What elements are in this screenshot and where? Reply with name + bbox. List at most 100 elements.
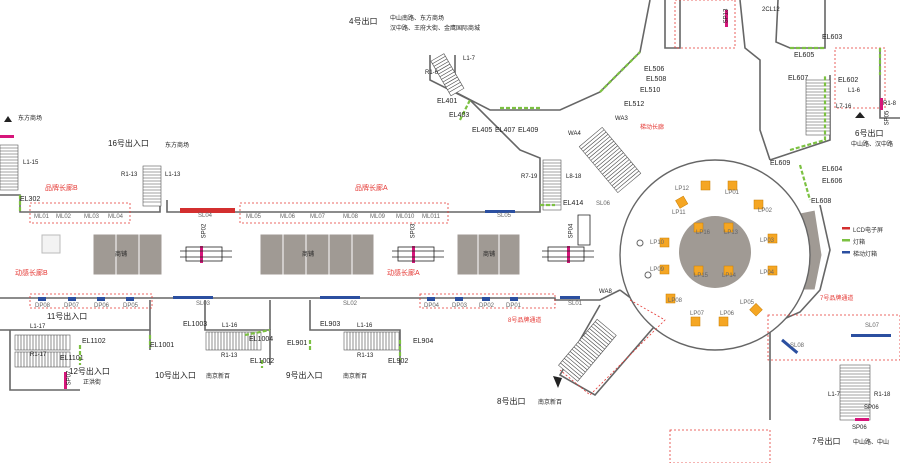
corridor-brand-b: 品牌长廊B bbox=[45, 185, 78, 192]
lp-code-lp13: LP13 bbox=[724, 230, 739, 236]
stair-step bbox=[587, 330, 607, 348]
el-code-el904: EL904 bbox=[413, 338, 434, 345]
channel-8: 8号品牌通道 bbox=[508, 318, 542, 324]
el-code-el414: EL414 bbox=[563, 200, 584, 207]
stair-step bbox=[607, 161, 632, 182]
corridor-motion-a: 动感长廊A bbox=[387, 270, 420, 277]
exit-9-label: 9号出入口 bbox=[286, 371, 323, 380]
sl-code-sl03: SL03 bbox=[196, 301, 211, 307]
el-code-el607: EL607 bbox=[788, 75, 809, 82]
el-code-el1004: EL1004 bbox=[249, 336, 274, 343]
blank-kiosk bbox=[41, 234, 61, 254]
el-code-el1101: EL1101 bbox=[60, 355, 84, 362]
exit-4-label: 4号出口 bbox=[349, 17, 378, 26]
stair-step bbox=[613, 168, 638, 189]
stair-step bbox=[560, 362, 580, 380]
legend-light: 灯箱 bbox=[853, 240, 866, 246]
shop-label: 商铺 bbox=[483, 252, 496, 258]
lp-code-lp03: LP03 bbox=[760, 238, 775, 244]
stair-step bbox=[600, 152, 624, 173]
brand-frames bbox=[29, 0, 900, 463]
sp-code-sp04: SP04 bbox=[568, 223, 575, 239]
sl-code-sl04: SL04 bbox=[198, 213, 213, 219]
lp-boxes bbox=[659, 180, 778, 327]
lp-code-lp10: LP10 bbox=[650, 240, 665, 246]
stair-step bbox=[594, 145, 618, 166]
code-r1-6: R1-6 bbox=[425, 70, 439, 76]
stair-step bbox=[589, 328, 609, 345]
stair-step bbox=[585, 332, 605, 350]
sl-code-sl02: SL02 bbox=[343, 301, 358, 307]
dp-code-dp06: DP06 bbox=[94, 303, 110, 309]
stair-step bbox=[582, 131, 607, 152]
stair-step bbox=[564, 358, 584, 375]
stair-step bbox=[593, 323, 613, 341]
code-wa3: WA3 bbox=[615, 116, 628, 122]
stair-step bbox=[615, 170, 640, 191]
el-code-el1002: EL1002 bbox=[250, 358, 275, 365]
legend-wall: 梯动灯箱 bbox=[853, 252, 878, 258]
el-code-el1102: EL1102 bbox=[82, 338, 106, 345]
dp-code-dp04: DP04 bbox=[424, 303, 440, 309]
el-code-el602: EL602 bbox=[838, 77, 859, 84]
ml-code-ml03: ML03 bbox=[84, 214, 100, 220]
sp-markers bbox=[0, 10, 883, 421]
code-l1-17: L1-17 bbox=[30, 324, 46, 330]
sl-code-sl01: SL01 bbox=[568, 301, 583, 307]
code-l1-7: L1-7 bbox=[828, 392, 841, 398]
lp-code-lp06: LP06 bbox=[720, 311, 735, 317]
stair-step bbox=[592, 143, 616, 163]
code-wa4: WA4 bbox=[568, 131, 581, 137]
el-code-el1001: EL1001 bbox=[150, 342, 175, 349]
stair-step bbox=[586, 136, 611, 157]
sl-code-sl05: SL05 bbox=[497, 213, 512, 219]
exit-7-desc: 中山路、中山 bbox=[853, 440, 890, 446]
ml-code-ml05: ML05 bbox=[246, 214, 262, 220]
el-code-el512: EL512 bbox=[624, 101, 645, 108]
stair-step bbox=[588, 138, 613, 159]
lp-code-lp12: LP12 bbox=[675, 186, 690, 192]
exit-7-label: 7号出口 bbox=[812, 437, 841, 446]
stair-step bbox=[435, 61, 449, 70]
exit-10-label: 10号出入口 bbox=[155, 371, 196, 380]
stairs bbox=[0, 53, 871, 421]
code-wa8: WA8 bbox=[599, 289, 612, 295]
exit-left-desc: 东方商场 bbox=[18, 116, 43, 122]
el-code-el903: EL903 bbox=[320, 321, 341, 328]
lp-code-lp05: LP05 bbox=[740, 300, 755, 306]
code-r1-13: R1-13 bbox=[357, 353, 374, 359]
code-l1-13: L1-13 bbox=[165, 172, 181, 178]
lp-code-lp04: LP04 bbox=[760, 270, 775, 276]
dp-code-dp05: DP05 bbox=[123, 303, 139, 309]
code-r1-18: R1-18 bbox=[874, 392, 891, 398]
stair-step bbox=[438, 66, 452, 75]
sp-code-sp02: SP02 bbox=[201, 223, 208, 239]
sp-code-sp06: SP06 bbox=[864, 405, 879, 411]
el-code-el401: EL401 bbox=[437, 98, 458, 105]
code-l7-16: L7-16 bbox=[836, 104, 852, 110]
sl-code-sl06: SL06 bbox=[596, 201, 611, 207]
dp-code-dp08: DP08 bbox=[35, 303, 51, 309]
stair-step bbox=[606, 159, 630, 180]
dp-code-dp07: DP07 bbox=[64, 303, 80, 309]
exit-16-label: 16号出入口 bbox=[108, 139, 149, 148]
plaza-core bbox=[679, 216, 751, 288]
el-code-el604: EL604 bbox=[822, 166, 843, 173]
ml-code-ml010: ML010 bbox=[396, 214, 415, 220]
exit-4-desc-1: 中山南路、东方商场 bbox=[390, 16, 445, 22]
stair-step bbox=[580, 129, 605, 150]
sp-code-sp03: SP03 bbox=[410, 223, 417, 239]
plaza-marker bbox=[636, 239, 644, 247]
el-code-el403: EL403 bbox=[449, 112, 470, 119]
exit-10-desc: 南京新百 bbox=[206, 374, 231, 380]
lp-code-lp09: LP09 bbox=[650, 267, 665, 273]
exit-arrows bbox=[4, 112, 865, 388]
el-code-el302: EL302 bbox=[20, 196, 41, 203]
ml-code-ml06: ML06 bbox=[280, 214, 296, 220]
sl-code-sl07: SL07 bbox=[865, 323, 880, 329]
ml-code-ml07: ML07 bbox=[310, 214, 326, 220]
exit-6-label: 6号出口 bbox=[855, 129, 884, 138]
exit-16-desc: 东方商场 bbox=[165, 143, 190, 149]
exit-6-desc: 中山路、汉中路 bbox=[851, 142, 894, 148]
